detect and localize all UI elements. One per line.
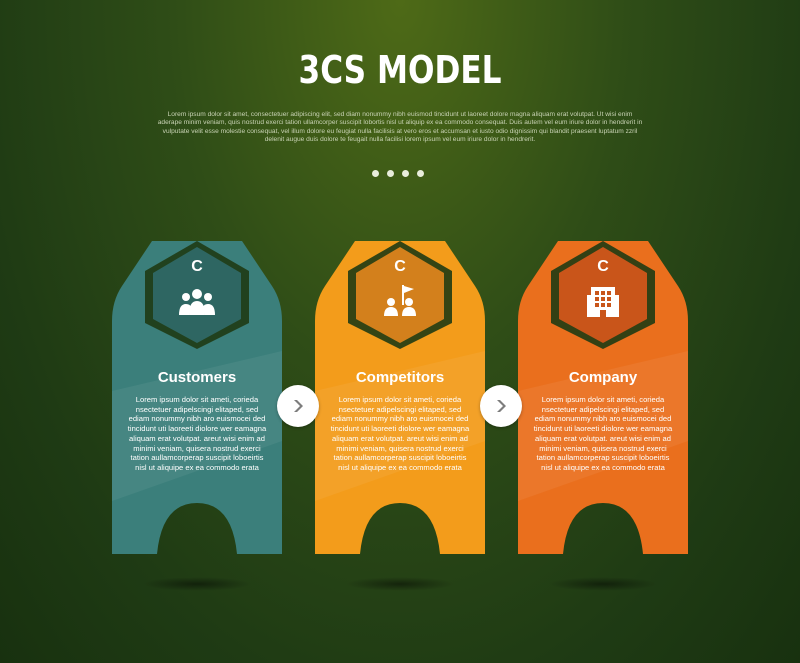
card-company: C Company Lorem ipsum dolor sit ameti, c… — [518, 241, 688, 554]
arrow-connector — [480, 385, 522, 427]
dot — [402, 170, 409, 177]
card-body-text: Lorem ipsum dolor sit ameti, corieda nse… — [533, 395, 673, 472]
card-customers: C Customers Lorem ipsum dolor sit ameti,… — [112, 241, 282, 554]
card-title: Competitors — [355, 369, 445, 386]
arrow-connector — [277, 385, 319, 427]
dot — [387, 170, 394, 177]
dots-divider — [372, 170, 424, 177]
office-building-icon — [587, 287, 619, 317]
card-shine — [112, 351, 282, 501]
card-letter: C — [597, 258, 609, 275]
card-body-text: Lorem ipsum dolor sit ameti, corieda nse… — [330, 395, 470, 472]
card-title: Company — [568, 369, 638, 386]
card-shine — [315, 351, 485, 501]
people-group-icon — [179, 289, 215, 315]
chevron-right-icon — [294, 400, 303, 412]
card-letter: C — [191, 258, 203, 275]
card-shadow — [142, 577, 252, 591]
chevron-right-icon — [497, 400, 506, 412]
card-shine — [518, 351, 688, 501]
team-flag-icon — [384, 285, 416, 316]
dot — [372, 170, 379, 177]
card-competitors: C Competitors Lorem ipsum dolor sit amet… — [315, 241, 485, 554]
hexagon-badge — [348, 241, 452, 349]
card-title: Customers — [157, 369, 237, 386]
page-title: 3CS MODEL — [298, 48, 502, 92]
card-body-text: Lorem ipsum dolor sit ameti, corieda nse… — [127, 395, 267, 472]
page-subtitle: Lorem ipsum dolor sit amet, consectetuer… — [157, 111, 643, 144]
card-shadow — [548, 577, 658, 591]
dot — [417, 170, 424, 177]
card-shadow — [345, 577, 455, 591]
card-letter: C — [394, 258, 406, 275]
